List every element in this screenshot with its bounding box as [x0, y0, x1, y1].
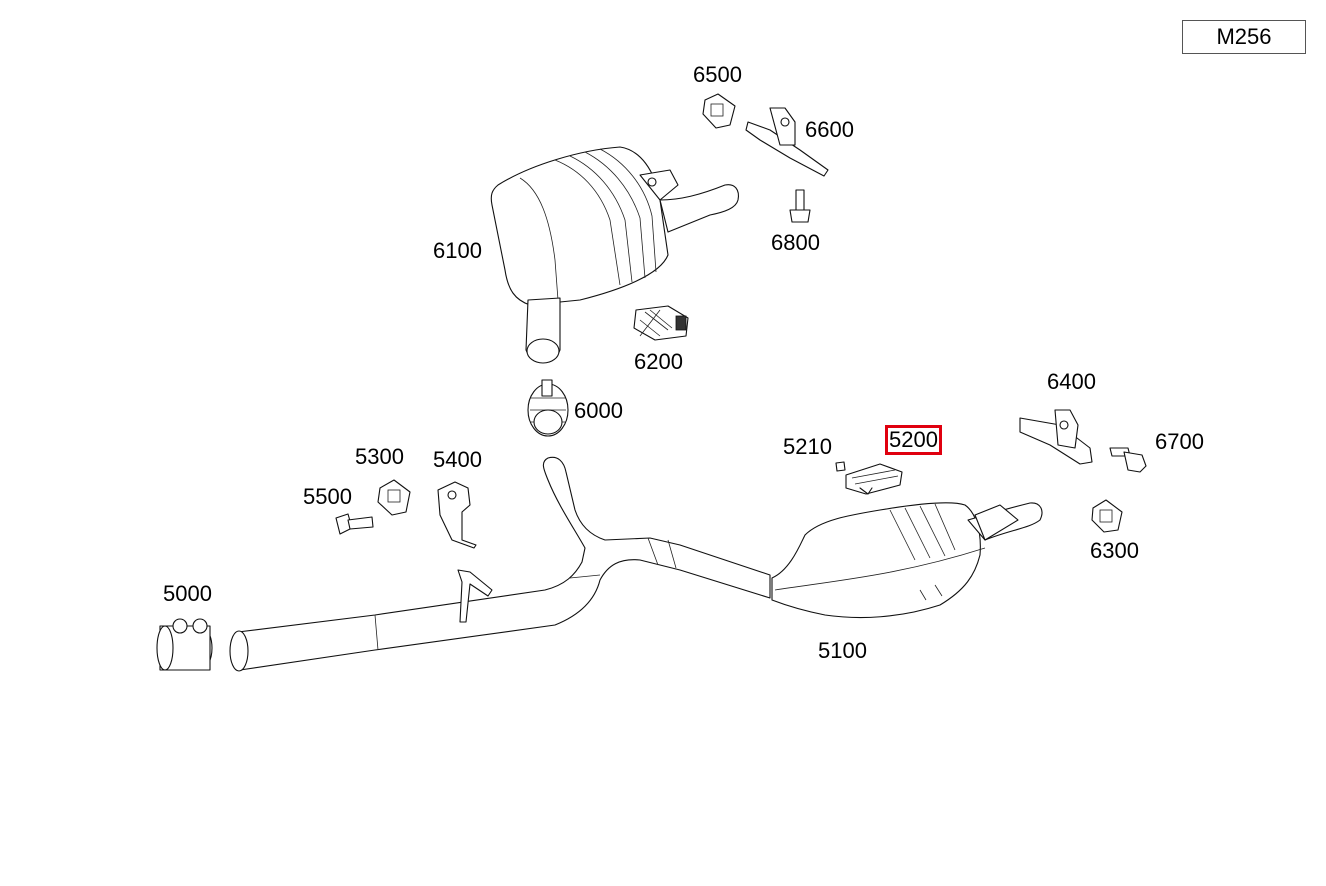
callout-5200-selected[interactable]: 5200 [885, 425, 942, 455]
callout-5210[interactable]: 5210 [783, 434, 832, 459]
callout-6400[interactable]: 6400 [1047, 369, 1096, 394]
flap-actuator-6200-part[interactable] [633, 305, 689, 341]
callout-6500[interactable]: 6500 [693, 62, 742, 87]
callout-6100[interactable]: 6100 [433, 238, 482, 263]
engine-code-box: M256 [1182, 20, 1306, 54]
callout-5100[interactable]: 5100 [818, 638, 867, 663]
rear-muffler-6100-part[interactable] [490, 146, 739, 364]
bolt-6700-part[interactable] [1109, 447, 1147, 473]
callout-5300[interactable]: 5300 [355, 444, 404, 469]
rubber-mount-6500-part[interactable] [702, 93, 736, 129]
clamp-5000-part[interactable] [156, 618, 213, 671]
front-pipe-assembly-part[interactable] [229, 456, 771, 672]
callout-5400[interactable]: 5400 [433, 447, 482, 472]
bracket-6400-part[interactable] [1019, 409, 1093, 465]
front-silencer-5100-part[interactable] [771, 502, 1043, 619]
callout-6200[interactable]: 6200 [634, 349, 683, 374]
callout-6800[interactable]: 6800 [771, 230, 820, 255]
bracket-6600-part[interactable] [745, 107, 829, 177]
clamp-6000-part[interactable] [527, 379, 569, 437]
rubber-mount-5300-part[interactable] [377, 479, 411, 516]
callout-6300[interactable]: 6300 [1090, 538, 1139, 563]
bracket-5400-part[interactable] [437, 481, 477, 549]
rubber-mount-6300-part[interactable] [1091, 499, 1123, 533]
flap-actuator-5200-part[interactable] [845, 463, 903, 495]
callout-6700[interactable]: 6700 [1155, 429, 1204, 454]
callout-6000[interactable]: 6000 [574, 398, 623, 423]
callout-5500[interactable]: 5500 [303, 484, 352, 509]
nut-5210-part[interactable] [835, 461, 846, 472]
bolt-6800-part[interactable] [789, 189, 811, 223]
callout-5000[interactable]: 5000 [163, 581, 212, 606]
callout-6600[interactable]: 6600 [805, 117, 854, 142]
bolt-5500-part[interactable] [335, 513, 374, 535]
